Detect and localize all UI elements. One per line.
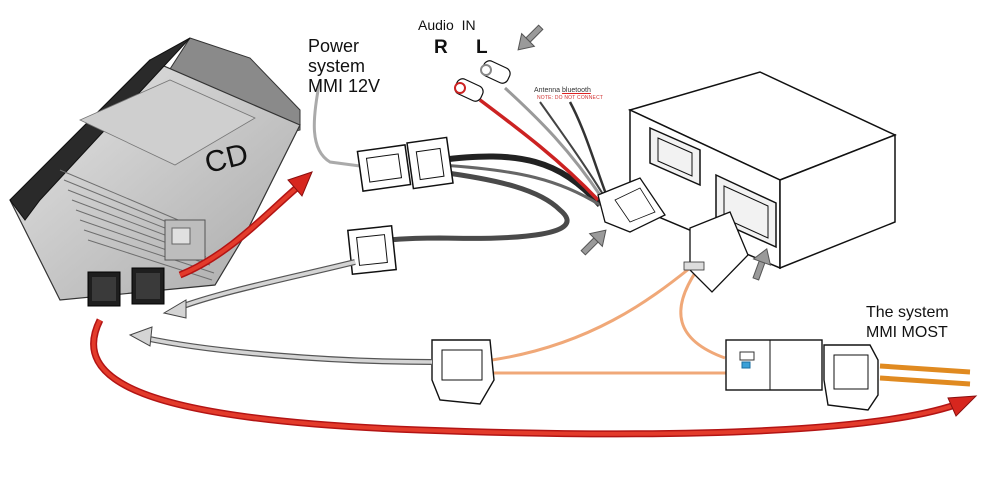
- label-audio-l: L: [476, 37, 488, 58]
- gray-pointer-arrow-icon: [752, 247, 772, 281]
- red-arrow-power: [178, 171, 313, 279]
- harness-junction: [597, 177, 666, 233]
- power-connector-male: [356, 144, 412, 192]
- most-connector-box: [683, 211, 749, 293]
- power-cable: [312, 79, 603, 243]
- gray-arrow-to-power-plug: [162, 259, 356, 319]
- label-power-line1: Power: [308, 36, 360, 56]
- interface-box: [627, 71, 897, 270]
- red-arrow-most: [90, 318, 978, 438]
- most-fiber-cables: [491, 266, 971, 387]
- most-connector-radio: [431, 339, 495, 405]
- label-antenna-prefix: Antenna: [534, 87, 563, 94]
- most-coupler: [725, 339, 823, 391]
- label-power-system: Power system MMI 12V: [308, 36, 380, 96]
- rca-plug-red: [454, 78, 484, 102]
- most-connector-car: [823, 344, 879, 411]
- audio-cables: [478, 86, 608, 202]
- radio-power-connector: [346, 224, 398, 276]
- label-antenna: Antenna bluetooth: [534, 87, 591, 94]
- label-system-line1: The system: [866, 304, 949, 321]
- label-audio-in: Audio IN: [418, 17, 476, 33]
- label-mmi-most: The system MMI MOST: [866, 303, 949, 343]
- label-antenna-bluetooth: bluetooth: [562, 87, 591, 94]
- gray-pointer-arrow-icon: [580, 229, 607, 256]
- gray-arrow-to-most-plug: [128, 326, 433, 365]
- rca-plug-white: [480, 60, 511, 84]
- power-connector-female: [406, 136, 454, 190]
- label-power-line3: MMI 12V: [308, 76, 381, 96]
- cd-radio-unit: [9, 37, 301, 307]
- label-antenna-note: NOTE: DO NOT CONNECT: [537, 95, 604, 101]
- gray-pointer-arrow-icon: [517, 24, 544, 51]
- label-power-line2: system: [308, 56, 366, 76]
- label-system-line2: MMI MOST: [866, 324, 948, 341]
- label-audio-r: R: [434, 37, 448, 58]
